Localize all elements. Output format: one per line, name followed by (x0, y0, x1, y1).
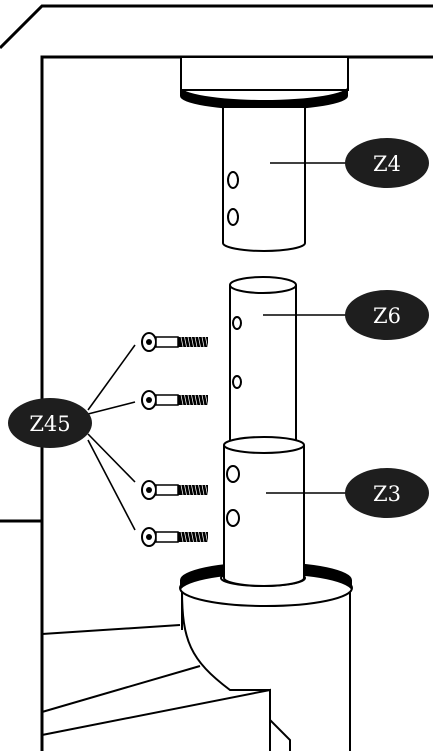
callout-z4-label: Z4 (373, 152, 401, 176)
z45-leader-2 (87, 401, 136, 415)
z6-hole-lower (232, 375, 242, 389)
z45-leader-4 (87, 439, 136, 531)
tube-z6 (229, 276, 297, 451)
callout-z45: Z45 (8, 398, 92, 448)
tube-z3 (223, 436, 305, 587)
screw-z45-4 (141, 527, 208, 547)
callout-z4: Z4 (345, 138, 429, 188)
base-structure (41, 589, 351, 751)
z3-hole-lower (226, 509, 240, 527)
z6-hole-upper (232, 316, 242, 330)
callout-z3-label: Z3 (373, 482, 401, 506)
z45-leader-1 (87, 344, 136, 411)
z45-leader-3 (87, 433, 136, 483)
top-mount-cap (180, 58, 349, 110)
callout-z6: Z6 (345, 290, 429, 340)
screw-group-z45 (141, 332, 208, 547)
z3-hole-upper (226, 465, 240, 483)
screw-z45-2 (141, 390, 208, 410)
frame-outline (0, 4, 433, 751)
callout-z6-label: Z6 (373, 304, 401, 328)
z4-hole-lower (227, 208, 239, 226)
leader-lines (87, 162, 352, 531)
callout-z3: Z3 (345, 468, 429, 518)
screw-z45-1 (141, 332, 208, 352)
z4-hole-upper (227, 171, 239, 189)
callout-z45-label: Z45 (29, 412, 70, 436)
tube-z4 (222, 108, 306, 252)
screw-z45-3 (141, 480, 208, 500)
